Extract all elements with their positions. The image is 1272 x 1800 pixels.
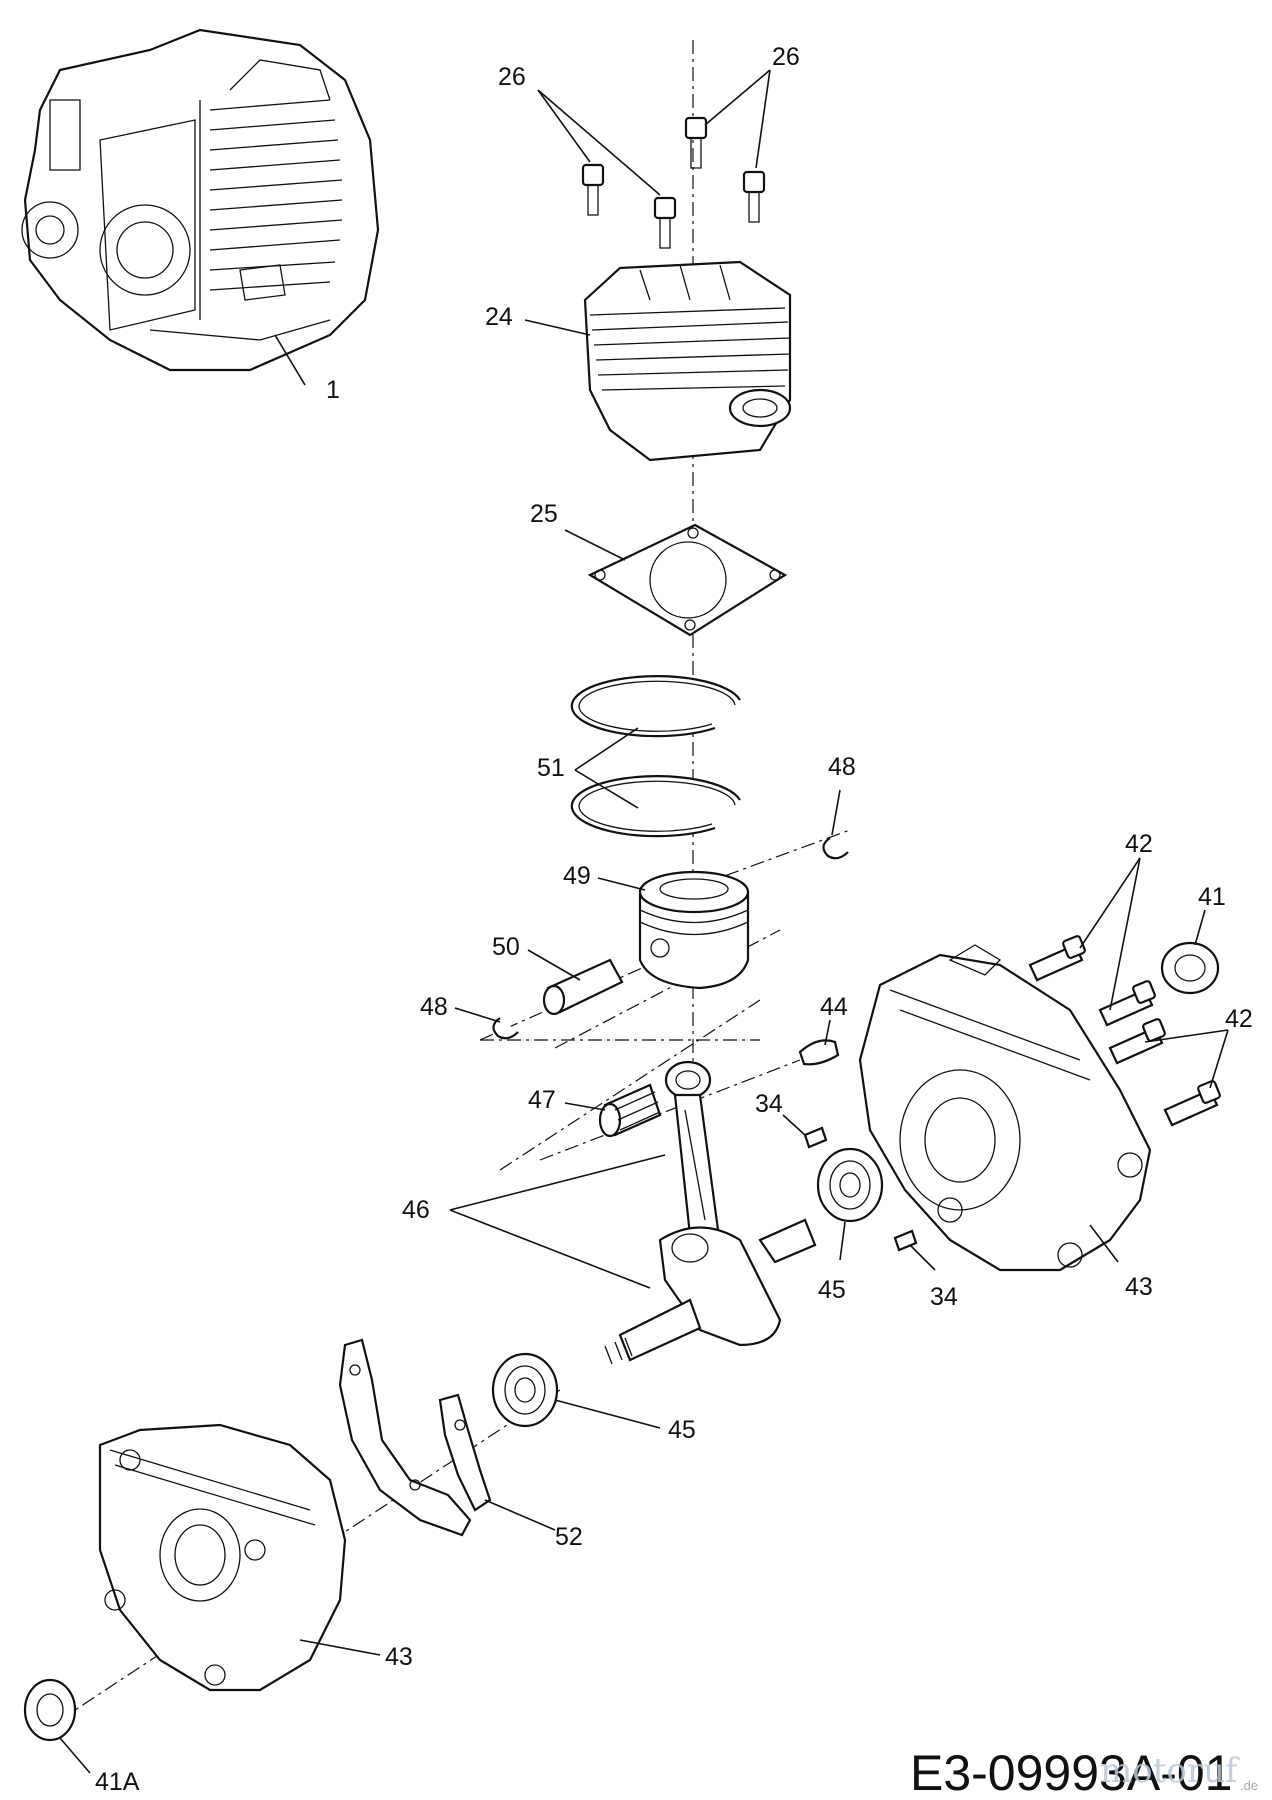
label-part-26-left: 26 — [498, 63, 526, 91]
watermark-suffix: .de — [1240, 1778, 1258, 1793]
label-part-41a: 41A — [95, 1768, 140, 1796]
label-part-43-right: 43 — [1125, 1273, 1153, 1301]
engine-assembly-drawing — [21, 28, 380, 372]
ball-bearings-drawing — [491, 1147, 884, 1428]
drawing-code: E3-09993A-01 — [910, 1745, 1232, 1800]
label-part-25: 25 — [530, 500, 558, 528]
label-part-45-lower: 45 — [668, 1416, 696, 1444]
crankcase-gasket-drawing — [338, 1338, 492, 1537]
piston-rings-drawing — [570, 675, 741, 838]
label-part-49: 49 — [563, 862, 591, 890]
crankshaft-conrod-drawing — [604, 1060, 817, 1365]
woodruff-key-drawing — [798, 1039, 840, 1066]
oil-seal-left-drawing — [23, 1678, 77, 1742]
circlips-drawing — [492, 837, 849, 1040]
crankcase-left-drawing — [98, 1423, 347, 1692]
oil-seal-drawing — [1160, 941, 1220, 995]
watermark-brand: motoruf — [1100, 1751, 1240, 1791]
dowel-pins-drawing — [803, 1126, 918, 1252]
label-part-34-upper: 34 — [755, 1090, 783, 1118]
label-part-43-left: 43 — [385, 1643, 413, 1671]
label-part-46: 46 — [402, 1196, 430, 1224]
label-part-26-right: 26 — [772, 43, 800, 71]
cylinder-drawing — [583, 260, 792, 462]
label-part-48-right: 48 — [828, 753, 856, 781]
label-part-34-lower: 34 — [930, 1283, 958, 1311]
label-part-52: 52 — [555, 1523, 583, 1551]
label-part-50: 50 — [492, 933, 520, 961]
label-part-51: 51 — [537, 754, 565, 782]
piston-pin-drawing — [542, 958, 624, 1016]
label-part-1: 1 — [326, 376, 340, 404]
piston-drawing — [638, 870, 750, 990]
cylinder-gasket-drawing — [587, 523, 788, 637]
label-part-24: 24 — [485, 303, 513, 331]
label-part-42-upper: 42 — [1125, 830, 1153, 858]
needle-bearing-drawing — [598, 1083, 662, 1138]
crankcase-screws-drawing — [1028, 935, 1221, 1127]
cylinder-screws — [581, 116, 766, 249]
label-part-41: 41 — [1198, 883, 1226, 911]
label-part-48-left: 48 — [420, 993, 448, 1021]
label-part-45-upper: 45 — [818, 1276, 846, 1304]
label-part-47: 47 — [528, 1086, 556, 1114]
crankcase-right-drawing — [858, 944, 1152, 1272]
label-part-42-lower: 42 — [1225, 1005, 1253, 1033]
label-part-44: 44 — [820, 993, 848, 1021]
